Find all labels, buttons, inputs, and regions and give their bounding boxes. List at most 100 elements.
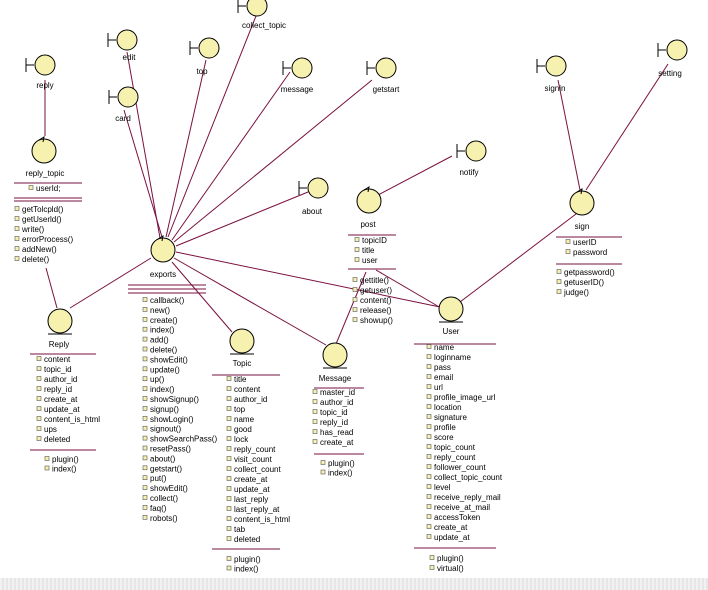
post-operation: content() — [360, 296, 392, 305]
reply-topic-operation-icon — [14, 256, 20, 261]
exports-operation-icon — [142, 445, 148, 451]
topic-attribute-icon — [226, 526, 232, 531]
user-attribute: pass — [434, 363, 451, 372]
reply-topic-operation-icon — [14, 216, 20, 221]
reply-attribute: deleted — [44, 435, 70, 444]
boundary-notify: notify — [456, 140, 487, 177]
reply-operation: plugin() — [52, 455, 79, 464]
exports-operation: create() — [150, 316, 178, 325]
control-exports-icon — [150, 237, 176, 263]
user-operation: plugin() — [437, 554, 464, 563]
user-attribute-icon — [426, 424, 432, 429]
exports-operation: up() — [150, 375, 165, 384]
topic-attribute-icon — [226, 506, 232, 511]
boundary-collect-topic-icon — [246, 0, 268, 17]
edge-message-boundary-to-exports — [171, 71, 291, 241]
control-post-label: post — [360, 220, 376, 229]
topic-attribute: collect_count — [234, 465, 281, 474]
exports-operation: index() — [150, 385, 175, 394]
message-operation-icon — [320, 460, 326, 465]
sign-operation-icon — [556, 289, 562, 294]
topic-attribute: lock — [234, 435, 249, 444]
post-attribute: title — [362, 246, 375, 255]
reply-topic-operation-icon — [14, 246, 20, 251]
entity-reply-operations: plugin()index() — [44, 455, 79, 474]
user-attribute-icon — [426, 364, 432, 369]
boundary-message-icon — [291, 57, 313, 79]
boundary-setting-label: setting — [658, 69, 682, 78]
edge-collect-topic-to-exports — [167, 15, 257, 238]
message-attribute-icon — [312, 399, 318, 404]
edge-exports-to-message-entity — [173, 257, 327, 346]
control-sign-operations: getpassword()getuserID()judge() — [556, 268, 615, 297]
exports-operation-icon — [142, 356, 148, 362]
message-attribute-icon — [312, 389, 318, 394]
sign-attribute: userID — [573, 238, 597, 247]
entity-topic-icon — [229, 328, 255, 354]
exports-operation: getstart() — [150, 464, 182, 473]
control-exports-label: exports — [150, 270, 176, 279]
reply-attribute: author_id — [44, 375, 77, 384]
post-operation-icon — [352, 317, 358, 322]
user-attribute: reply_count — [434, 453, 476, 462]
exports-operation: put() — [150, 474, 167, 483]
post-attribute-icon — [354, 247, 360, 252]
control-exports: exports callback()new()create()index()ad… — [128, 234, 217, 523]
boundary-edit-label: edit — [123, 53, 137, 62]
topic-attribute: deleted — [234, 535, 260, 544]
exports-operation-icon — [142, 415, 148, 421]
entity-reply-icon — [47, 308, 73, 334]
entity-message-attributes: master_idauthor_idtopic_idreply_idhas_re… — [312, 388, 355, 447]
exports-operation: showEdit() — [150, 484, 188, 493]
user-attribute: update_at — [434, 533, 470, 542]
boundary-top: top — [189, 37, 220, 76]
message-attribute: has_read — [320, 428, 353, 437]
edge-post-to-message-entity — [335, 271, 367, 345]
post-operation-icon — [352, 287, 358, 292]
reply-topic-operation: addNew() — [22, 245, 57, 254]
entity-user-attributes: nameloginnamepassemailurlprofile_image_u… — [426, 343, 503, 542]
message-attribute: author_id — [320, 398, 353, 407]
exports-operation-icon — [142, 396, 148, 401]
exports-operation: new() — [150, 306, 170, 315]
post-attribute: user — [362, 256, 378, 265]
exports-operation: collect() — [150, 494, 178, 503]
control-post-icon — [356, 188, 382, 214]
user-operation-icon — [429, 555, 435, 560]
reply-attribute-icon — [36, 376, 42, 381]
boundary-notify-icon — [465, 140, 487, 162]
user-attribute: create_at — [434, 523, 468, 532]
user-attribute-icon — [426, 374, 432, 379]
user-attribute: loginname — [434, 353, 471, 362]
boundary-getstart: getstart — [366, 57, 400, 94]
user-attribute: email — [434, 373, 453, 382]
reply-topic-attribute-icon — [28, 185, 34, 190]
reply-operation-icon — [44, 456, 50, 461]
control-reply-topic-attributes: userId; — [28, 184, 60, 193]
sign-operation: getuserID() — [564, 278, 604, 287]
user-attribute: name — [434, 343, 455, 352]
topic-attribute-icon — [226, 426, 232, 431]
reply-operation: index() — [52, 465, 77, 474]
sign-operation: judge() — [563, 288, 589, 297]
exports-operation: delete() — [150, 346, 177, 355]
exports-operation-icon — [142, 406, 148, 411]
user-operation: virtual() — [437, 564, 464, 573]
sign-operation-icon — [556, 279, 562, 284]
reply-attribute: topic_id — [44, 365, 72, 374]
entity-topic-attributes: titlecontentauthor_idtopnamegoodlockrepl… — [226, 375, 290, 544]
sign-operation-icon — [556, 269, 562, 274]
edge-post-to-user — [375, 269, 442, 309]
entity-message-label: Message — [319, 374, 352, 383]
edge-top-to-exports — [165, 59, 207, 238]
exports-operation-icon — [142, 307, 148, 312]
exports-operation: showSignup() — [150, 395, 199, 404]
sign-attribute: password — [573, 248, 607, 257]
topic-attribute: update_at — [234, 485, 270, 494]
control-reply-topic-label: reply_topic — [26, 169, 65, 178]
exports-operation: index() — [150, 326, 175, 335]
reply-attribute-icon — [36, 436, 42, 441]
exports-operation: signout() — [150, 425, 181, 434]
boundary-edit-icon — [116, 29, 138, 51]
